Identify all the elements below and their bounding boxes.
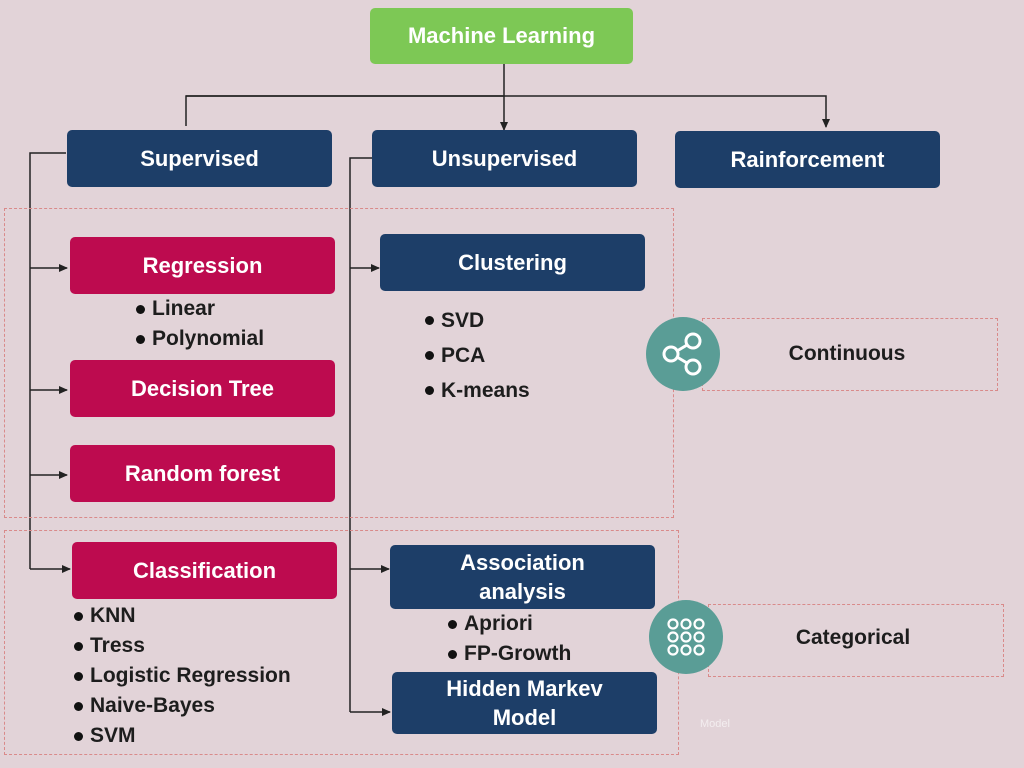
regression-label: Regression — [142, 252, 263, 278]
decision-tree-box: Decision Tree — [70, 360, 335, 417]
list-item: PCA — [425, 338, 530, 373]
machine-learning-box: Machine Learning — [370, 8, 633, 64]
share-icon — [646, 317, 720, 391]
clustering-list: SVD PCA K-means — [425, 303, 530, 408]
clustering-label: Clustering — [458, 249, 567, 275]
supervised-label: Supervised — [140, 145, 259, 171]
root-branch — [185, 95, 830, 128]
unsupervised-box: Unsupervised — [372, 130, 637, 187]
list-item: SVM — [74, 721, 291, 751]
association-analysis-box: Association analysis — [390, 545, 655, 609]
list-item: Logistic Regression — [74, 661, 291, 691]
association-label-line2: analysis — [479, 579, 566, 604]
regression-box: Regression — [70, 237, 335, 294]
reinforcement-box: Rainforcement — [675, 131, 940, 188]
machine-learning-label: Machine Learning — [407, 23, 596, 48]
hmm-label-line1: Hidden Markev — [446, 676, 603, 701]
classification-box: Classification — [72, 542, 337, 599]
continuous-label: Continuous — [788, 342, 906, 365]
list-item: K-means — [425, 373, 530, 408]
list-item: Apriori — [448, 609, 571, 639]
list-item: Naive-Bayes — [74, 691, 291, 721]
association-label-line1: Association — [460, 550, 585, 575]
decision-tree-label: Decision Tree — [130, 375, 275, 401]
random-forest-box: Random forest — [70, 445, 335, 502]
list-item: Linear — [136, 294, 264, 324]
list-item: FP-Growth — [448, 639, 571, 669]
list-item: KNN — [74, 601, 291, 631]
unsupervised-label: Unsupervised — [431, 145, 578, 171]
list-item: SVD — [425, 303, 530, 338]
hidden-markov-model-box: Hidden Markev Model — [392, 672, 657, 734]
unsupervised-trunk — [349, 157, 372, 712]
list-item: Tress — [74, 631, 291, 661]
regression-list: Linear Polynomial — [136, 294, 264, 354]
association-list: Apriori FP-Growth — [448, 609, 571, 669]
hmm-label-line2: Model — [492, 705, 557, 730]
categorical-label: Categorical — [795, 626, 911, 649]
list-item: Polynomial — [136, 324, 264, 354]
random-forest-label: Random forest — [124, 460, 281, 486]
supervised-trunk — [29, 152, 66, 569]
supervised-box: Supervised — [67, 130, 332, 187]
classification-label: Classification — [132, 557, 277, 583]
clustering-box: Clustering — [380, 234, 645, 291]
watermark-text: Model — [700, 718, 730, 730]
classification-list: KNN Tress Logistic Regression Naive-Baye… — [74, 601, 291, 751]
reinforcement-label: Rainforcement — [730, 146, 885, 172]
dot-grid-icon — [649, 600, 723, 674]
